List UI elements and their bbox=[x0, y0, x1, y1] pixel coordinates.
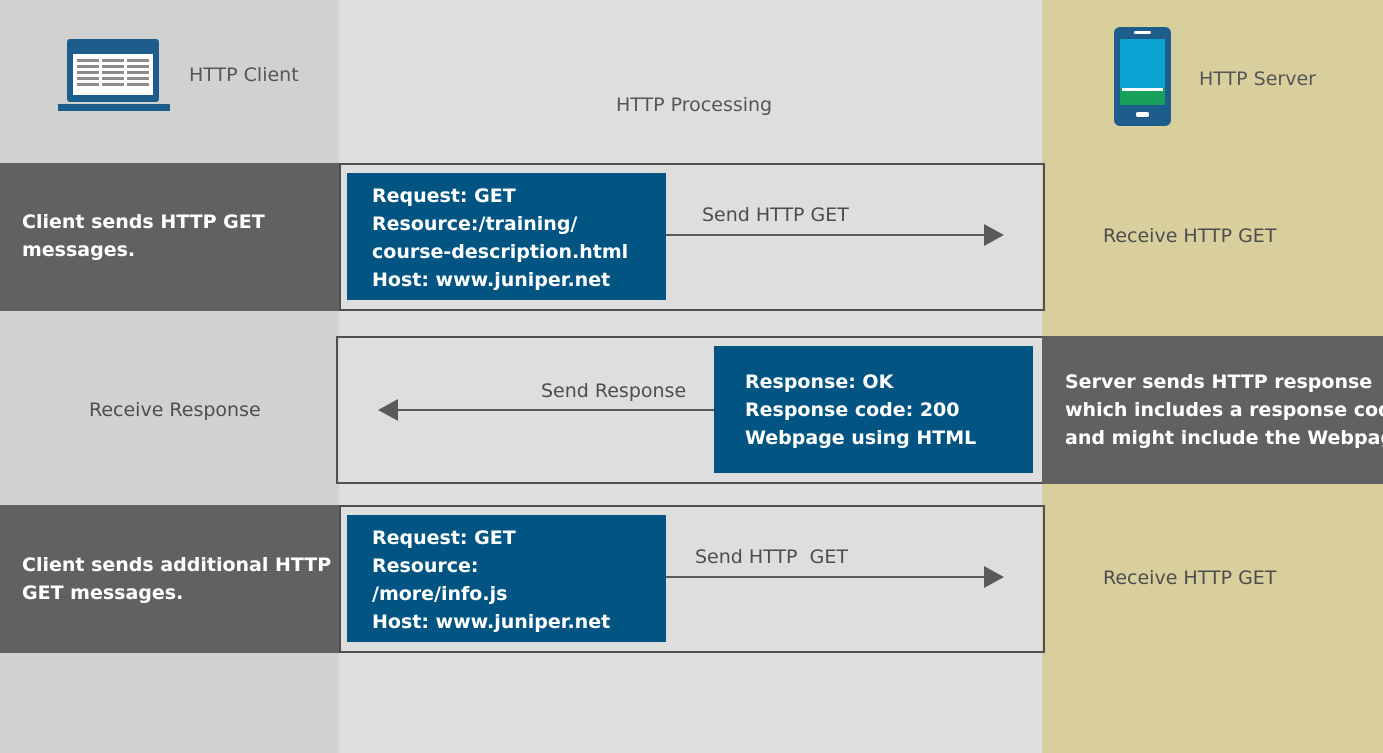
message-line: Request: GET bbox=[372, 527, 516, 549]
processing-header-label: HTTP Processing bbox=[616, 94, 773, 116]
message-line: Resource:/training/ bbox=[372, 213, 578, 235]
phone-icon bbox=[1114, 27, 1171, 126]
arrow-label-3: Send HTTP GET bbox=[695, 546, 848, 568]
server-receive-text-1: Receive HTTP GET bbox=[1103, 225, 1277, 247]
message-line: Request: GET bbox=[372, 185, 516, 207]
client-receive-text-2: Receive Response bbox=[89, 399, 261, 421]
server-action-text-2b: which includes a response code bbox=[1065, 399, 1383, 421]
server-action-text-2a: Server sends HTTP response bbox=[1065, 371, 1373, 393]
arrow-right-3 bbox=[666, 566, 1004, 588]
client-action-panel-3: Client sends additional HTTP GET message… bbox=[0, 505, 339, 653]
message-line: Response code: 200 bbox=[745, 399, 960, 421]
message-line: Host: www.juniper.net bbox=[372, 269, 611, 291]
arrow-right-1 bbox=[666, 224, 1004, 246]
message-box-3: Request: GET Resource: /more/info.js Hos… bbox=[347, 515, 666, 642]
message-line: /more/info.js bbox=[372, 583, 508, 605]
laptop-icon bbox=[58, 39, 170, 111]
server-receive-text-3: Receive HTTP GET bbox=[1103, 567, 1277, 589]
server-action-panel-2: Server sends HTTP response which include… bbox=[1042, 336, 1383, 484]
client-action-text-3b: GET messages. bbox=[22, 582, 184, 604]
arrow-label-2: Send Response bbox=[541, 380, 687, 402]
message-line: course-description.html bbox=[372, 241, 629, 263]
client-action-text-3a: Client sends additional HTTP bbox=[22, 554, 332, 576]
message-line: Response: OK bbox=[745, 371, 894, 393]
processing-frame-3 bbox=[339, 505, 1045, 653]
message-line: Webpage using HTML bbox=[745, 427, 977, 449]
processing-frame-1 bbox=[339, 163, 1045, 311]
message-line: Host: www.juniper.net bbox=[372, 611, 611, 633]
client-header-label: HTTP Client bbox=[189, 64, 299, 86]
client-action-panel-1: Client sends HTTP GET messages. bbox=[0, 163, 339, 311]
message-box-1: Request: GET Resource:/training/ course-… bbox=[347, 173, 666, 300]
server-action-text-2c: and might include the Webpage. bbox=[1065, 427, 1383, 449]
message-box-2: Response: OK Response code: 200 Webpage … bbox=[714, 346, 1033, 473]
arrow-label-1: Send HTTP GET bbox=[702, 204, 849, 226]
server-header-label: HTTP Server bbox=[1199, 68, 1316, 90]
client-action-text-1b: messages. bbox=[22, 239, 136, 261]
client-action-text-1a: Client sends HTTP GET bbox=[22, 211, 265, 233]
message-line: Resource: bbox=[372, 555, 479, 577]
arrow-left-2 bbox=[378, 399, 714, 421]
